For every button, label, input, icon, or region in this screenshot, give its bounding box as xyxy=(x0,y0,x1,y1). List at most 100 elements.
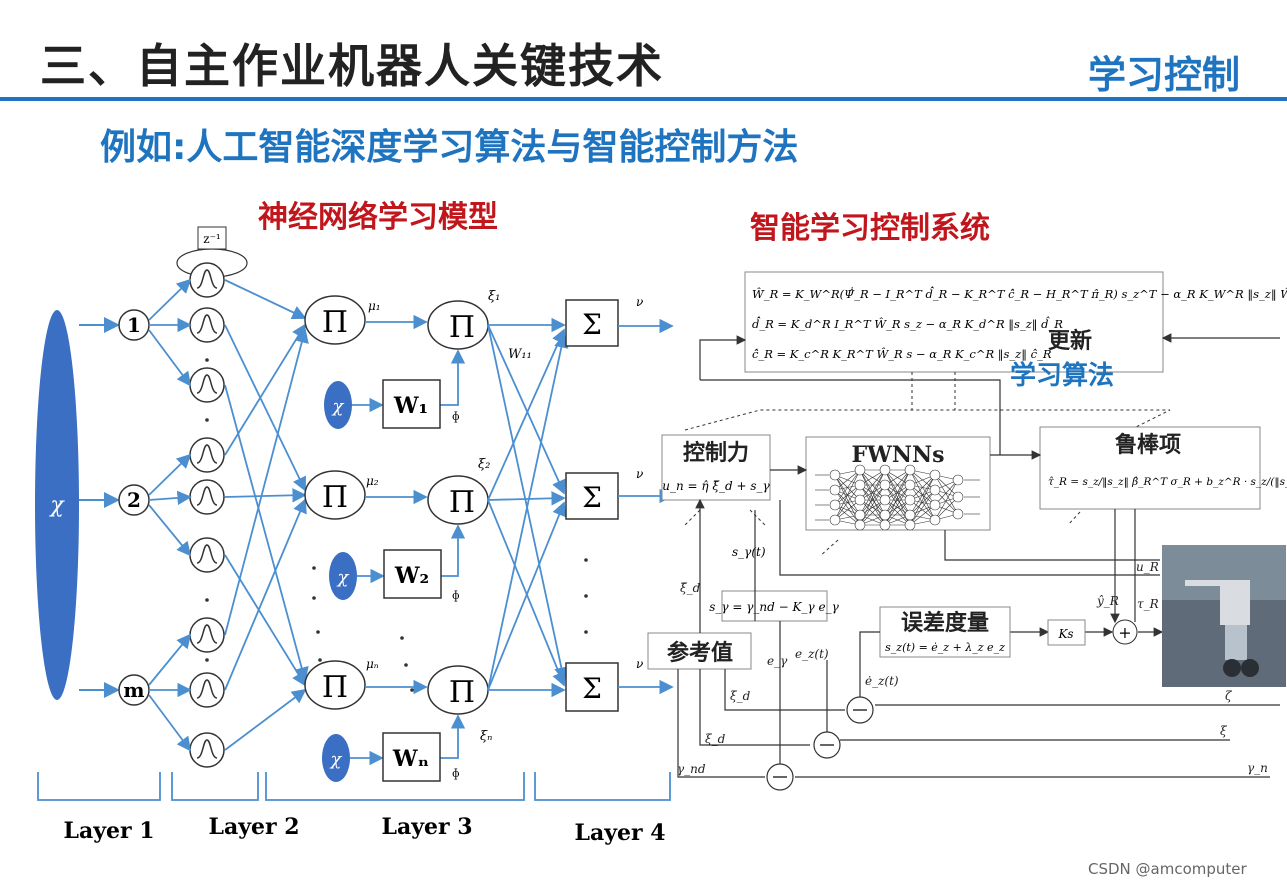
update-equation: Ŵ̇_R = K_W^R(Ψ̂̇_R − I_R^T d̂̇_R − K_R^T… xyxy=(752,286,1287,302)
weight-edge-label: W₁₁ xyxy=(508,347,532,362)
signal-label: ŷ_R xyxy=(1096,594,1119,608)
fwnn-neuron xyxy=(952,491,964,503)
output-label: ν xyxy=(636,657,643,671)
fwnn-neuron xyxy=(854,479,866,491)
control-system-title: 智能学习控制系统 xyxy=(750,211,990,246)
fwnn-neuron xyxy=(879,464,891,476)
title-divider xyxy=(0,97,1287,101)
layer-label: Layer 2 xyxy=(208,814,299,840)
s-gamma-equation: s_γ = γ_nd − K_γ e_γ xyxy=(709,600,839,614)
neural-network-title: 神经网络学习模型 xyxy=(258,200,498,235)
update-law-box xyxy=(744,271,1164,373)
mu-label: μₙ xyxy=(366,657,379,671)
weight-label: Wₙ xyxy=(392,746,429,772)
sum-symbol: Σ xyxy=(582,481,602,514)
learning-algorithm-label: 学习算法 xyxy=(1010,360,1114,391)
output-label: ν xyxy=(636,467,643,481)
fwnn-neuron xyxy=(929,484,941,496)
signal-label: e_z(t) xyxy=(795,647,829,661)
fwnn-neuron xyxy=(879,494,891,506)
signal-label: ξ_d xyxy=(705,732,726,746)
phi-label: ɸ xyxy=(452,410,460,423)
robust-term-equation: τ̂_R = s_z/‖s_z‖ β̂_R^T σ_R + b_z^R · s_… xyxy=(1048,476,1287,489)
output-label: ν xyxy=(636,295,643,309)
plus-sign: + xyxy=(1118,623,1131,642)
fwnn-neuron xyxy=(904,509,916,521)
signal-label: γ_nd xyxy=(677,762,706,776)
fwnn-neuron xyxy=(854,494,866,506)
fwnn-neuron xyxy=(879,479,891,491)
fwnn-neuron xyxy=(929,514,941,526)
pi-node xyxy=(304,295,366,345)
control-force-label: 控制力 xyxy=(683,440,749,466)
fwnn-neuron xyxy=(904,519,916,531)
sum-symbol: Σ xyxy=(582,672,602,705)
fwnn-neuron xyxy=(854,464,866,476)
phi-label: ɸ xyxy=(452,767,460,780)
delay-box xyxy=(197,226,227,250)
pi-symbol: Π xyxy=(322,480,348,515)
pi-node xyxy=(304,660,366,710)
fwnn-neuron xyxy=(904,494,916,506)
sum-symbol: Σ xyxy=(582,308,602,341)
mu-label: μ₁ xyxy=(368,299,381,313)
update-equation: ĉ̇_R = K_c^R K_R^T Ŵ_R s − α_R K_c^R ‖s_… xyxy=(752,347,1052,362)
signal-label: ξ̈_d xyxy=(680,581,701,595)
sum-box xyxy=(565,299,619,347)
update-label: 更新 xyxy=(1048,328,1092,354)
signal-label: e_γ xyxy=(767,654,788,668)
fwnn-neuron xyxy=(929,469,941,481)
robust-term-label: 鲁棒项 xyxy=(1114,432,1181,458)
signal-label: ζ xyxy=(1225,689,1233,703)
weight-box xyxy=(382,379,441,429)
input-node-label: m xyxy=(123,678,144,702)
section-tag: 学习控制 xyxy=(1088,53,1241,97)
sum-box xyxy=(565,662,619,712)
pi-symbol: Π xyxy=(449,485,475,520)
error-metric-label: 误差度量 xyxy=(901,610,989,636)
input-symbol: χ xyxy=(48,493,65,518)
delay-label: z⁻¹ xyxy=(203,232,220,246)
fwnn-neuron xyxy=(904,464,916,476)
fwnn-neuron xyxy=(879,519,891,531)
robust-term-box xyxy=(1039,426,1261,510)
summing-junction xyxy=(1112,619,1138,645)
layer-label: Layer 4 xyxy=(574,820,665,846)
control-force-equation: u_n = η̂ ξ̈_d + s_γ xyxy=(662,479,770,493)
fwnn-neuron xyxy=(829,499,841,511)
weight-label: W₂ xyxy=(394,563,429,589)
phi-label: ɸ xyxy=(452,589,460,602)
control-force-box xyxy=(661,434,771,501)
input-ellipse xyxy=(35,310,79,700)
signal-label: ė_z(t) xyxy=(865,674,899,688)
weight-box xyxy=(383,549,442,599)
signal-label: u_R xyxy=(1136,560,1159,574)
fwnn-neuron xyxy=(904,479,916,491)
fwnn-neuron xyxy=(829,514,841,526)
fwnn-neuron xyxy=(854,519,866,531)
pi-symbol: Π xyxy=(322,305,348,340)
slide-subtitle: 例如:人工智能深度学习算法与智能控制方法 xyxy=(100,127,799,168)
watermark: CSDN @amcomputer xyxy=(1088,860,1247,878)
error-metric-equation: s_z(t) = ė_z + λ_z e_z xyxy=(885,641,1005,654)
fwnn-neuron xyxy=(929,499,941,511)
gain-box xyxy=(1047,619,1086,646)
s-gamma-signal: s_γ(t) xyxy=(732,545,766,559)
xi-label: ξₙ xyxy=(480,729,492,744)
mu-label: μ₂ xyxy=(366,474,379,488)
fwnn-label: FWNNs xyxy=(852,442,945,468)
fwnn-neuron xyxy=(952,474,964,486)
signal-label: ξ xyxy=(1220,724,1228,738)
error-metric-box xyxy=(879,606,1011,658)
pi-node xyxy=(304,470,366,520)
fwnn-neuron xyxy=(829,469,841,481)
chi-symbol: χ xyxy=(336,567,350,588)
sum-box xyxy=(565,472,619,520)
fwnn-neuron xyxy=(829,484,841,496)
signal-label: ξ̇_d xyxy=(730,689,751,703)
weight-label: W₁ xyxy=(393,393,428,419)
s-gamma-box xyxy=(721,590,828,622)
pi-symbol: Π xyxy=(449,675,475,710)
signal-label: τ_R xyxy=(1137,597,1159,611)
